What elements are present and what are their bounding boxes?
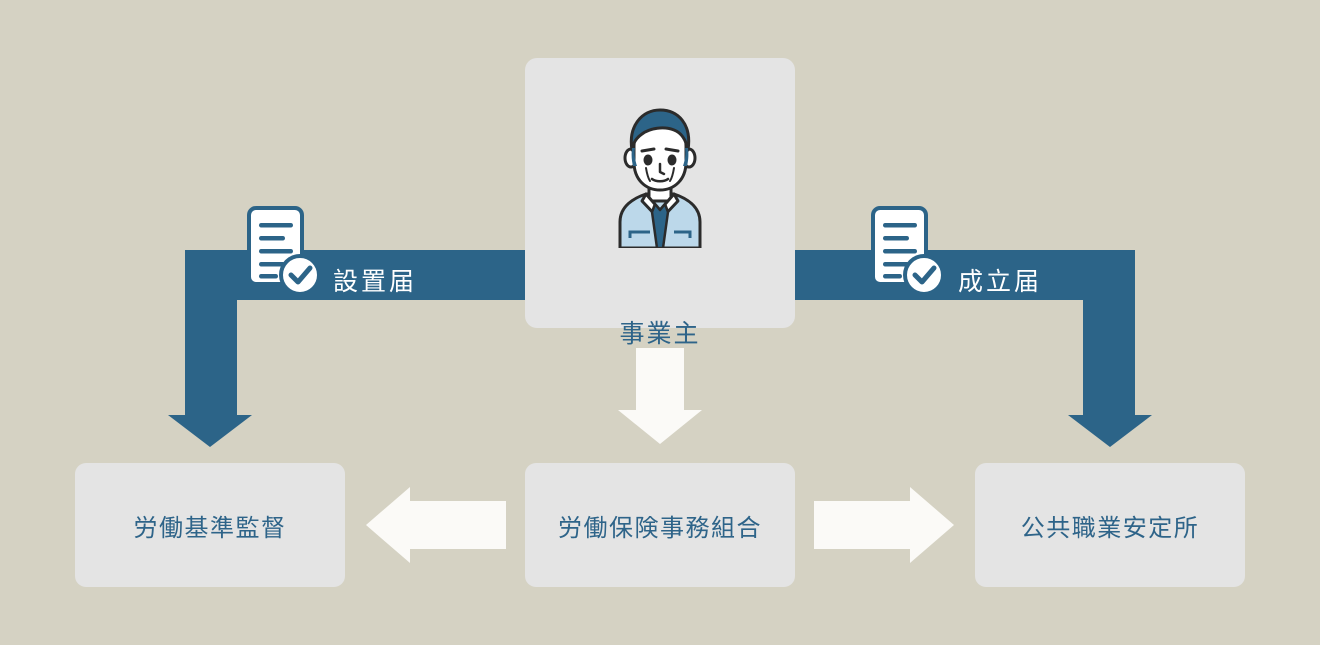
business-owner-label: 事業主 — [619, 320, 701, 348]
arrow-down-icon — [618, 348, 702, 444]
org-box-labor-standards: 労働基準監督 — [75, 463, 345, 587]
arrow-left-icon — [366, 487, 506, 563]
business-owner-card: 事業主 — [525, 58, 795, 348]
document-check-icon — [247, 206, 321, 296]
business-owner-portrait-icon — [618, 108, 702, 248]
org-box-public-employment-office: 公共職業安定所 — [975, 463, 1245, 587]
org-box-label: 公共職業安定所 — [1020, 514, 1200, 542]
flow-label-left: 設置届 — [333, 268, 418, 296]
org-box-label: 労働保険事務組合 — [558, 514, 762, 542]
flow-label-right: 成立届 — [958, 268, 1043, 296]
arrow-right-icon — [814, 487, 954, 563]
org-box-labor-insurance-association: 労働保険事務組合 — [525, 463, 795, 587]
document-check-icon — [871, 206, 945, 296]
org-box-label: 労働基準監督 — [133, 514, 287, 542]
